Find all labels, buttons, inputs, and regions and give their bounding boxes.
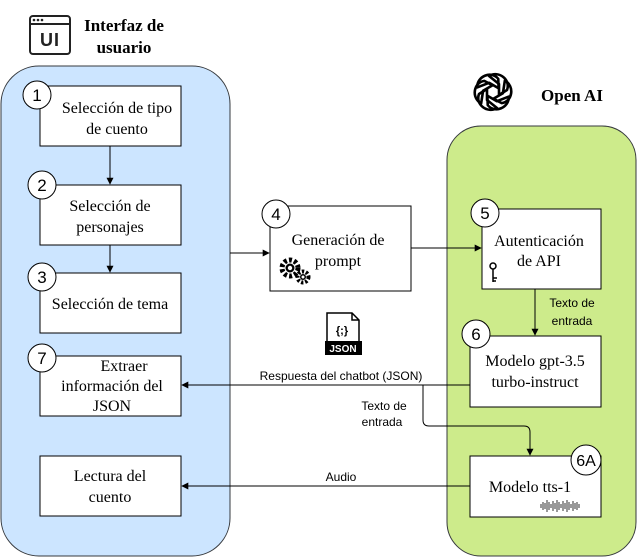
edge-label-texto-entrada-1-line2: entrada: [552, 314, 593, 328]
svg-text:6: 6: [471, 325, 480, 344]
step-3-label: Selección de tema: [52, 296, 168, 313]
edge-label-texto-entrada-2-line1: Texto de: [361, 399, 407, 413]
step-3-number-badge: 3: [27, 262, 57, 292]
json-file-icon: {;} JSON: [325, 312, 362, 355]
step-4-label-line1: Generación de: [292, 232, 385, 249]
step-5-label-line2: de API: [517, 253, 561, 270]
waveform-icon: [540, 500, 580, 512]
step-4-number-badge: 4: [261, 199, 291, 229]
step-6a-label: Modelo tts-1: [489, 479, 571, 496]
svg-text:3: 3: [37, 268, 46, 287]
ui-window-icon: UI: [29, 15, 71, 55]
step-1-box: Selección de tipo de cuento: [39, 85, 182, 147]
lectura-label-line2: cuento: [89, 489, 132, 506]
step-6-label-line1: Modelo gpt-3.5: [485, 353, 585, 370]
step-6-label-line2: turbo-instruct: [491, 374, 579, 391]
json-icon-glyph: {;}: [336, 325, 349, 337]
step-6-number-badge: 6: [461, 319, 491, 349]
step-1-label-line2: de cuento: [86, 121, 148, 138]
svg-text:2: 2: [37, 176, 46, 195]
svg-text:5: 5: [480, 204, 489, 223]
step-2-label-line1: Selección de: [69, 198, 150, 215]
openai-title: Open AI: [541, 86, 603, 105]
step-4-box: Generación de prompt: [269, 205, 412, 292]
step-2-label-line2: personajes: [76, 219, 144, 236]
lectura-label-line1: Lectura del: [74, 468, 147, 485]
svg-text:7: 7: [37, 349, 46, 368]
step-2-number-badge: 2: [27, 170, 57, 200]
arrow-6-to-6a: [422, 385, 534, 456]
step-7-label-line3: JSON: [93, 398, 132, 415]
step-7-number-badge: 7: [27, 343, 57, 373]
step-5-label-line1: Autenticación: [494, 233, 584, 250]
key-icon: [489, 262, 497, 282]
ui-icon-label: UI: [40, 30, 60, 50]
step-2-box: Selección de personajes: [39, 184, 182, 246]
svg-text:4: 4: [271, 205, 280, 224]
step-7-label-line1: Extraer: [100, 358, 148, 375]
step-3-box: Selección de tema: [39, 272, 182, 334]
step-1-number-badge: 1: [22, 80, 52, 110]
openai-logo-icon: [473, 72, 513, 112]
edge-label-audio: Audio: [326, 470, 357, 484]
ui-title-line1: Interfaz de: [84, 16, 164, 35]
json-icon-label: JSON: [329, 344, 356, 355]
step-1-label-line1: Selección de tipo: [62, 100, 172, 117]
step-7-box: Extraer información del JSON: [39, 355, 182, 417]
svg-text:6A: 6A: [576, 453, 596, 470]
step-7-label-line2: información del: [61, 378, 163, 395]
lectura-box: Lectura del cuento: [39, 455, 182, 517]
svg-text:1: 1: [32, 86, 41, 105]
gears-icon: [279, 257, 311, 285]
edge-label-texto-entrada-2-line2: entrada: [362, 415, 403, 429]
step-5-box: Autenticación de API: [481, 208, 602, 290]
step-4-label-line2: prompt: [315, 253, 362, 270]
step-6a-number-badge: 6A: [570, 444, 602, 476]
step-6-box: Modelo gpt-3.5 turbo-instruct: [469, 335, 602, 408]
edge-label-respuesta: Respuesta del chatbot (JSON): [260, 369, 423, 383]
ui-title-line2: usuario: [97, 38, 152, 57]
edge-label-texto-entrada-1-line1: Texto de: [549, 296, 595, 310]
step-5-number-badge: 5: [470, 198, 500, 228]
